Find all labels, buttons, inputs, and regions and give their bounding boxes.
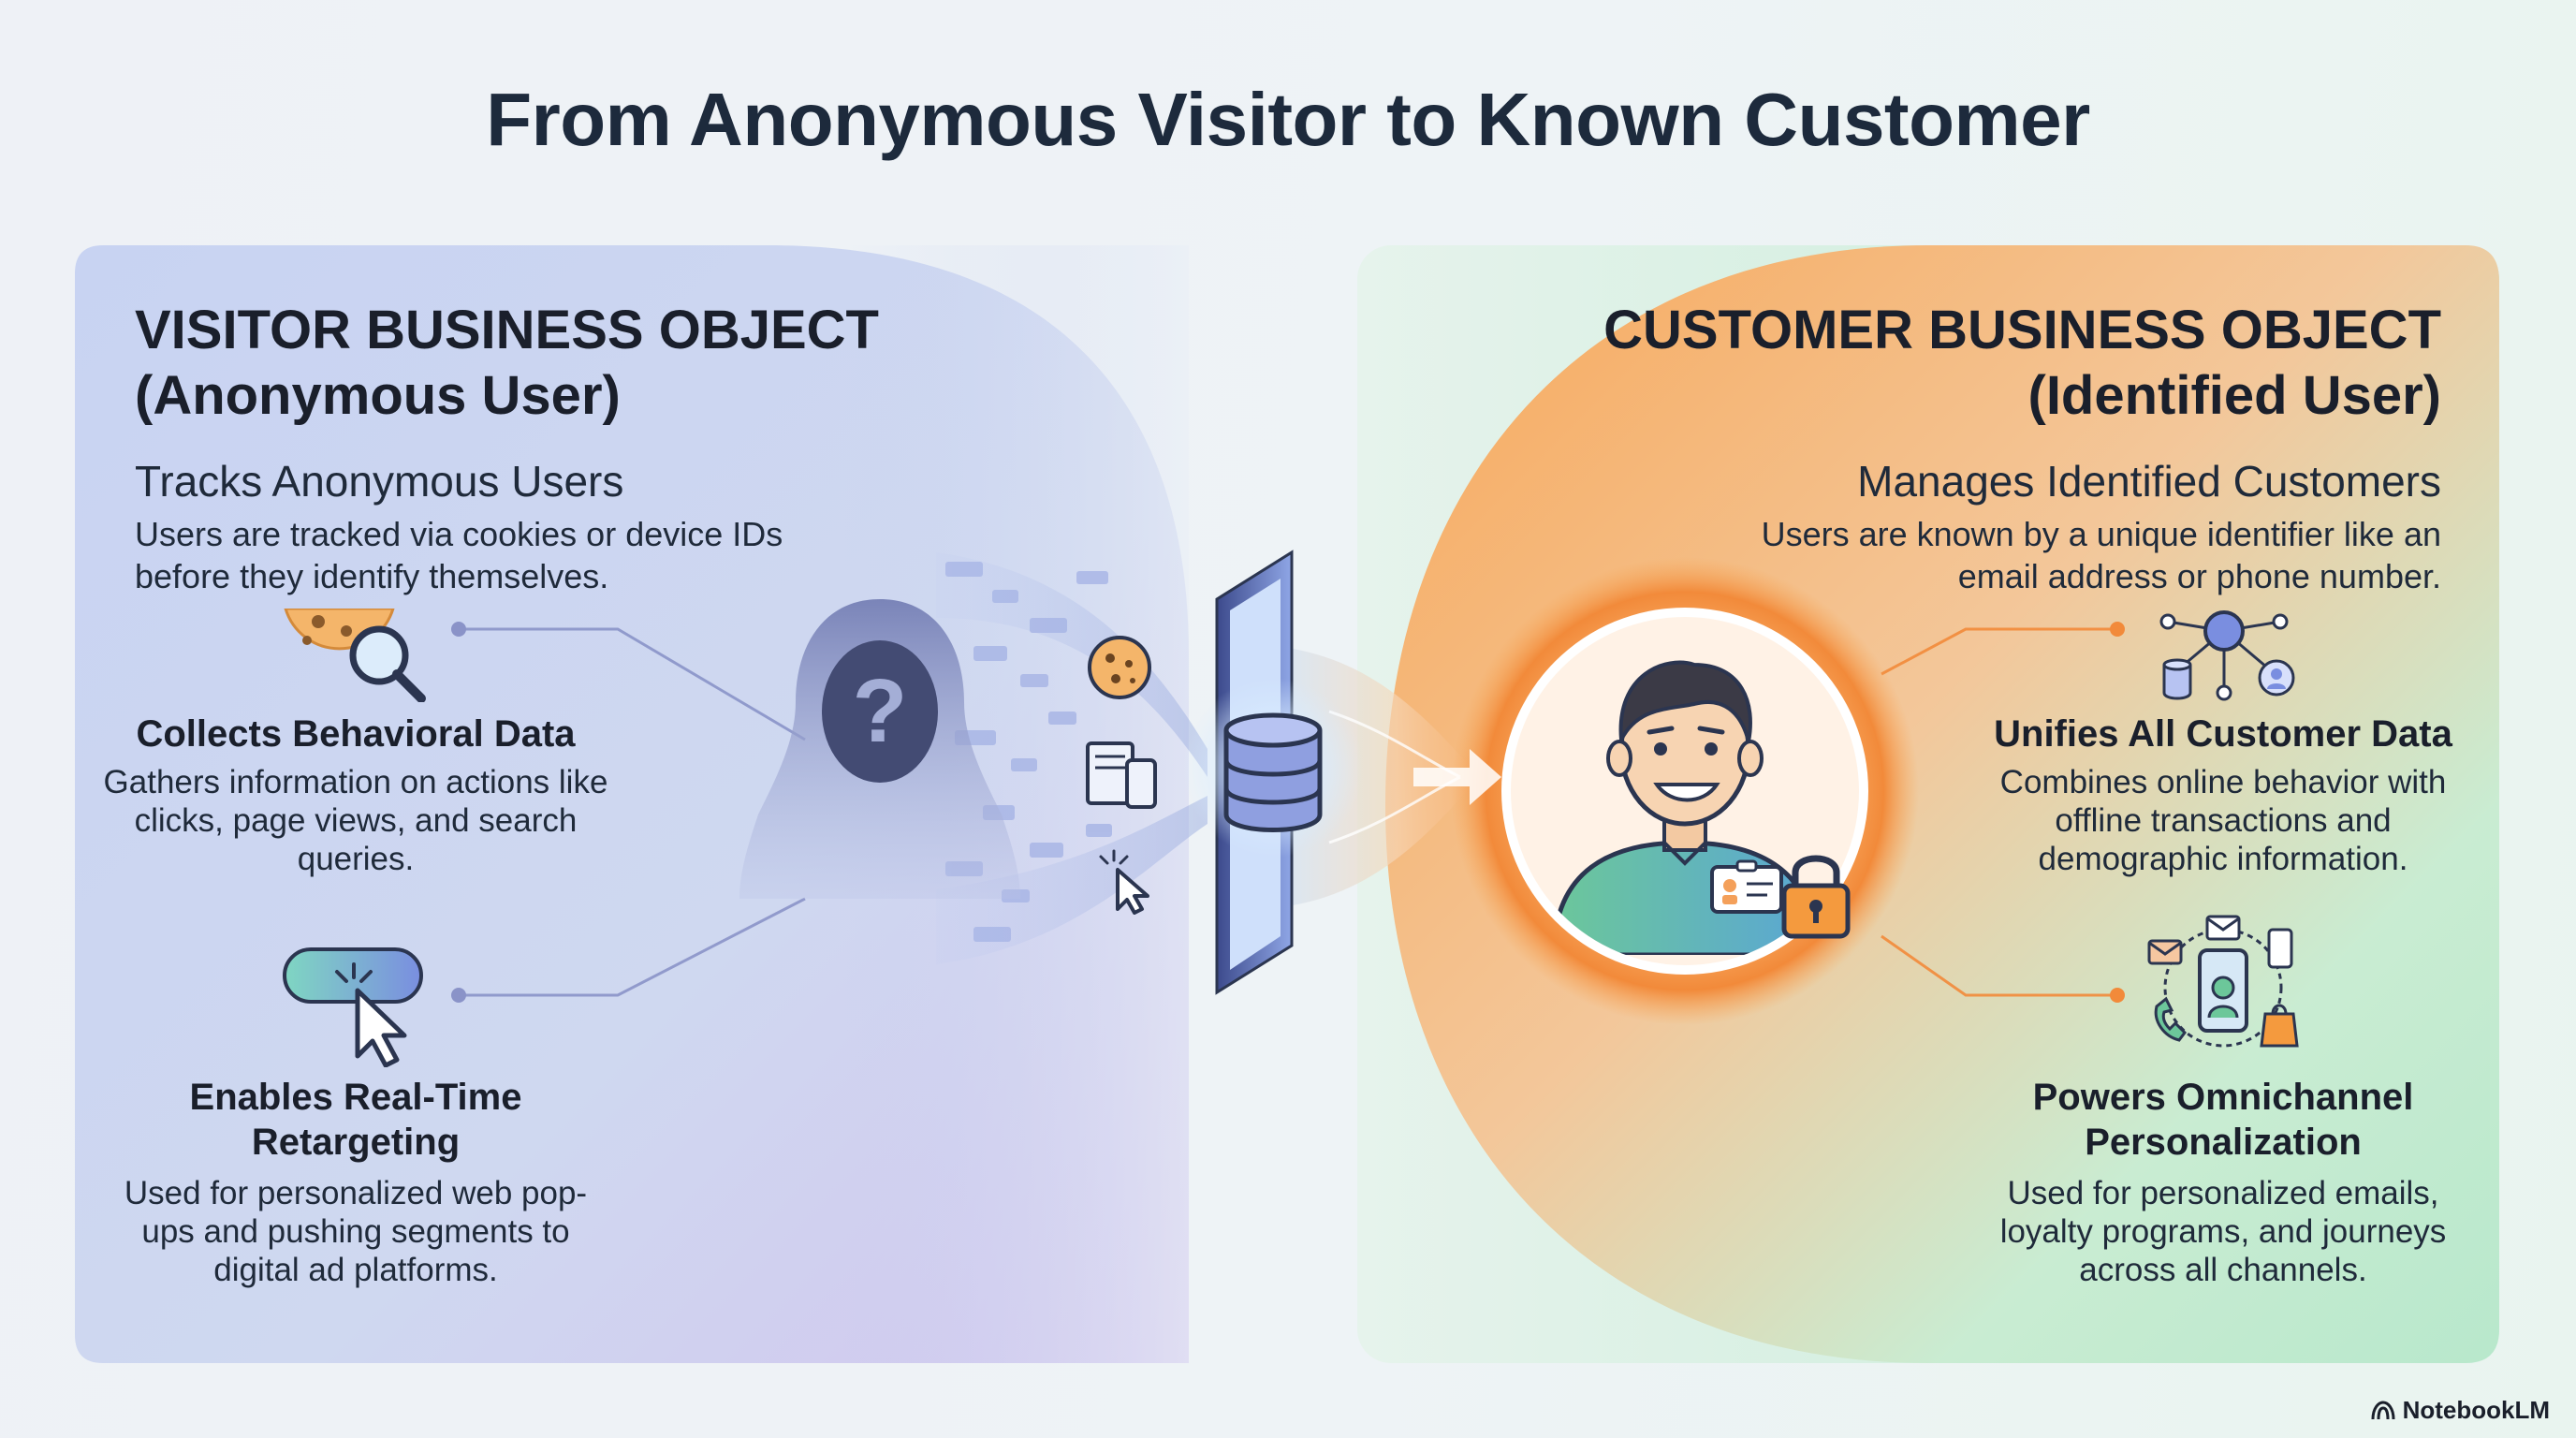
notebooklm-logo-icon [2371,1400,2395,1419]
feature-desc-collects: Gathers information on actions like clic… [103,764,608,877]
page-title: From Anonymous Visitor to Known Customer [486,78,2090,161]
feature-title-unifies: Unifies All Customer Data [1994,713,2452,755]
feature-title-retargeting: Enables Real-Time Retargeting [189,1077,522,1163]
omnichannel-icon [2147,915,2299,1048]
feature-title-collects: Collects Behavioral Data [136,713,576,755]
notebooklm-brand: NotebookLM [2371,1396,2550,1425]
customer-heading: CUSTOMER BUSINESS OBJECT (Identified Use… [1524,298,2441,429]
customer-heading-line2: (Identified User) [2027,365,2442,426]
question-mark: ? [853,661,908,761]
database-icon [1183,678,1363,858]
cookie-magnifier-icon [284,609,426,702]
devices-icon [1086,741,1157,809]
visitor-subtitle: Tracks Anonymous Users [135,457,624,506]
visitor-heading-line1: VISITOR BUSINESS OBJECT [135,300,879,360]
feature-desc-unifies: Combines online behavior with offline tr… [1999,764,2447,877]
brand-label: NotebookLM [2402,1396,2550,1424]
id-badge-icon [1710,859,1783,914]
visitor-description: Users are tracked via cookies or device … [135,515,783,595]
visitor-heading: VISITOR BUSINESS OBJECT (Anonymous User) [135,298,1052,429]
cursor-icon [1099,849,1149,915]
customer-description: Users are known by a unique identifier l… [1761,515,2441,595]
customer-subtitle: Manages Identified Customers [1857,457,2441,506]
feature-desc-omnichannel: Used for personalized emails, loyalty pr… [1999,1175,2447,1288]
visitor-heading-line2: (Anonymous User) [135,365,621,426]
click-cursor-icon [283,947,423,1067]
hooded-figure-icon: ? [739,599,1020,899]
lock-icon [1781,855,1851,939]
arrow-right-icon [1413,749,1501,805]
data-network-icon [2159,610,2295,701]
cookie-icon [1088,636,1151,699]
customer-heading-line1: CUSTOMER BUSINESS OBJECT [1603,300,2441,360]
feature-desc-retargeting: Used for personalized web pop-ups and pu… [124,1175,588,1288]
feature-title-omnichannel: Powers Omnichannel Personalization [2032,1077,2414,1163]
